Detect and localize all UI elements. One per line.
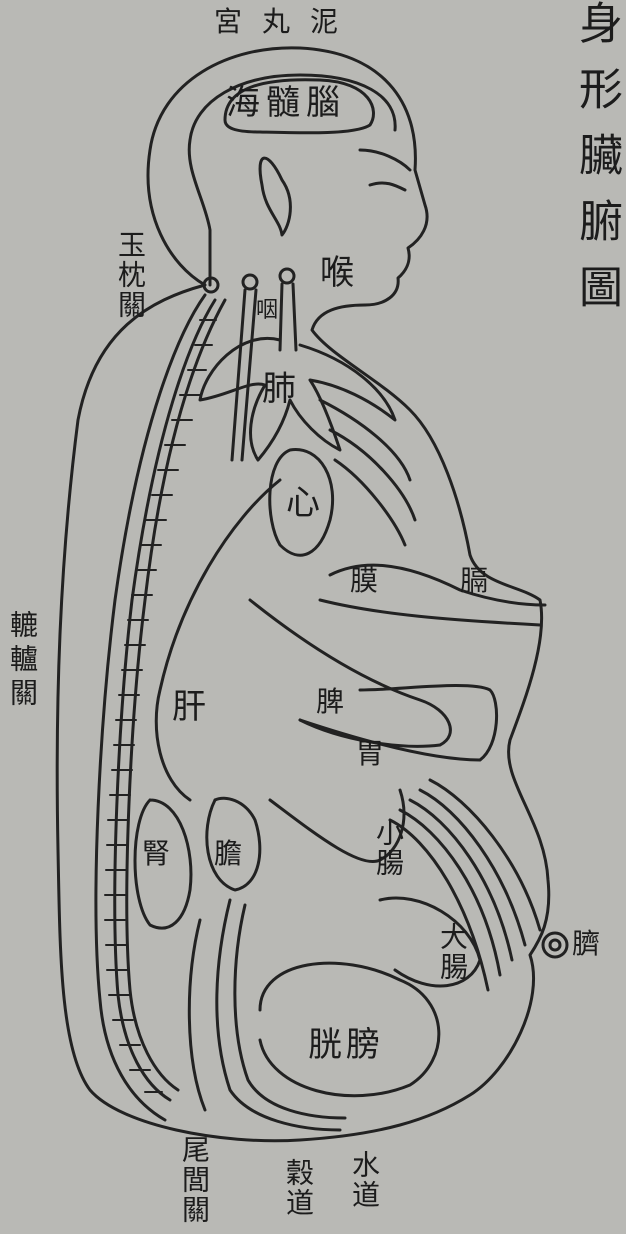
navel-center (550, 940, 560, 950)
spleen-shape (250, 600, 450, 746)
pharynx-opening-3 (280, 269, 294, 283)
label-yuzhen-guan: 玉枕關 (116, 230, 144, 320)
label-xiao-chang: 小腸 (374, 818, 402, 878)
label-qi: 臍 (572, 930, 602, 958)
label-wei: 胃 (356, 740, 386, 768)
label-shui-dao: 水道 (350, 1150, 378, 1210)
label-gu-dao: 穀道 (284, 1158, 312, 1218)
label-yan: 咽 (256, 300, 280, 322)
label-xin: 心 (286, 486, 322, 520)
label-mo: 膜 (350, 567, 380, 595)
liver-shape (156, 480, 280, 800)
navel-circle (543, 933, 567, 957)
label-pi: 脾 (316, 688, 346, 716)
trachea-tube (280, 284, 296, 350)
label-nao-sui-hai: 腦髓海 (226, 86, 346, 120)
label-weilu-guan: 尾閭關 (180, 1135, 208, 1225)
label-shen: 腎 (142, 840, 172, 868)
face-profile (360, 150, 410, 190)
label-fei: 肺 (262, 372, 298, 406)
label-gan: 肝 (172, 690, 208, 724)
lung-lobes-right (320, 400, 415, 545)
label-hou: 喉 (320, 256, 356, 290)
label-pangguang: 膀胱 (308, 1028, 384, 1062)
lower-channels (189, 900, 345, 1130)
pharynx-opening-2 (243, 275, 257, 289)
label-ge: 膈 (460, 567, 490, 595)
ear-shape (260, 158, 290, 235)
label-dan: 膽 (214, 840, 244, 868)
esophagus-tube (232, 290, 256, 460)
label-lulu-guan: 轆轤關 (8, 610, 36, 712)
diagram-title: 身形臟腑圖 (574, 0, 618, 330)
label-niwan-gong: 泥丸宮 (214, 8, 358, 36)
label-da-chang: 大腸 (438, 922, 466, 982)
